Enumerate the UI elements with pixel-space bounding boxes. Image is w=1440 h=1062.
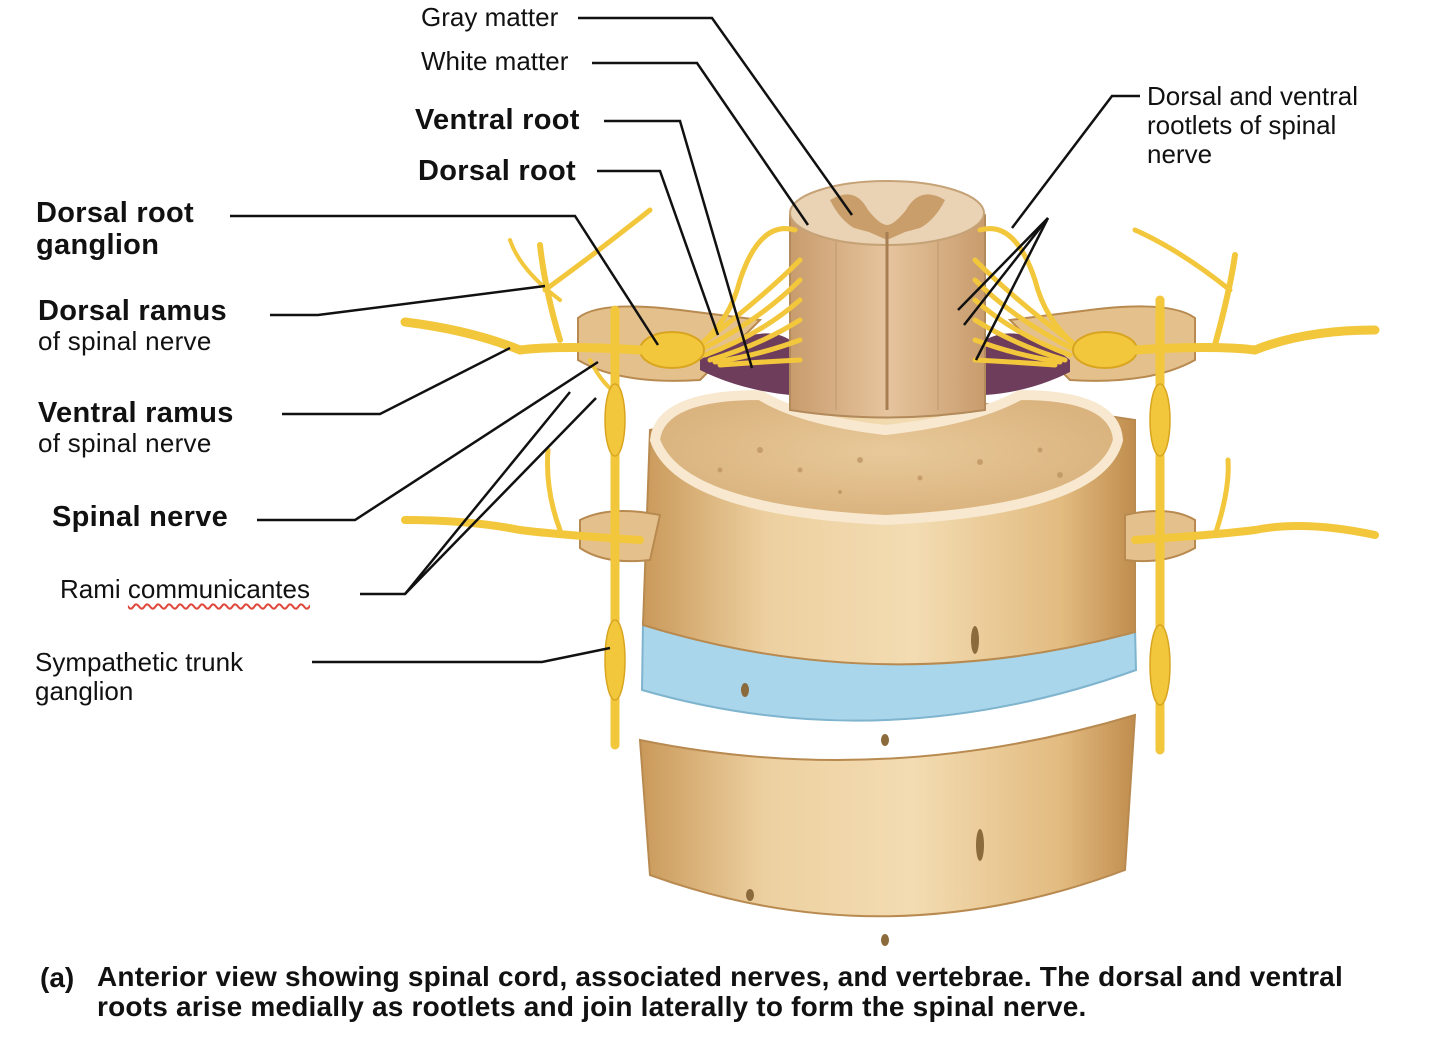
right-sympathetic-ganglion [1149,383,1171,457]
label-gray-matter: Gray matter [421,2,559,32]
spellcheck-underlined-word: communicantes [127,574,310,604]
label-ventral-ramus: Ventral ramus of spinal nerve [38,397,234,459]
leader-lines [230,16,1140,664]
figure-caption: Anterior view showing spinal cord, assoc… [97,961,1343,1022]
gray-matter [830,194,945,240]
left-sympathetic-ganglion [604,383,626,457]
label-dorsal-root: Dorsal root [418,155,576,187]
label-rootlets: Dorsal and ventral rootlets of spinal ne… [1147,81,1358,170]
left-sympathetic-ganglion-2 [604,619,626,701]
left-dorsal-root-ganglion [639,331,705,369]
label-dorsal-ramus: Dorsal ramus of spinal nerve [38,295,227,357]
label-dorsal-root-ganglion: Dorsal root ganglion [36,197,194,262]
right-sympathetic-ganglion-2 [1149,624,1171,706]
right-dorsal-root-ganglion [1072,331,1138,369]
label-rami-communicantes: Rami communicantes [60,574,310,604]
cropped-figure-title [40,0,800,4]
label-white-matter: White matter [421,46,569,76]
lower-vertebral-body [638,713,1137,918]
label-sympathetic-trunk-ganglion: Sympathetic trunk ganglion [35,647,244,707]
vertebral-body-top [649,389,1124,526]
label-spinal-nerve: Spinal nerve [52,501,229,533]
caption-letter: (a) [40,962,75,993]
label-ventral-root: Ventral root [415,104,580,136]
